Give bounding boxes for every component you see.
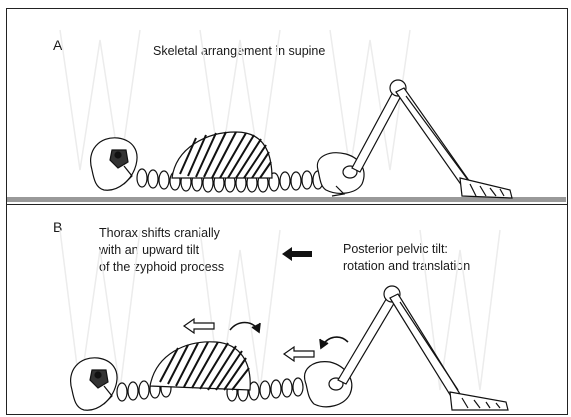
tibia-a: [396, 88, 470, 186]
floor-a: [7, 197, 566, 202]
foot-a: [460, 178, 512, 198]
skeleton-b: [71, 286, 508, 410]
curved-arrow-thorax: [230, 323, 260, 333]
curved-arrow-pelvis: [320, 337, 348, 348]
arrow-bold-left: [282, 247, 312, 261]
foot-b: [450, 392, 508, 410]
ribcage-b: [150, 342, 250, 390]
arrow-hollow-thorax: [184, 319, 214, 333]
arrow-hollow-pelvis: [284, 347, 314, 361]
ribcage-a: [172, 132, 272, 178]
femur-b: [338, 286, 400, 384]
tibia-b: [390, 294, 460, 398]
skull-a: [91, 138, 137, 190]
watermark-pattern: [60, 30, 500, 390]
skull-b: [71, 358, 117, 410]
